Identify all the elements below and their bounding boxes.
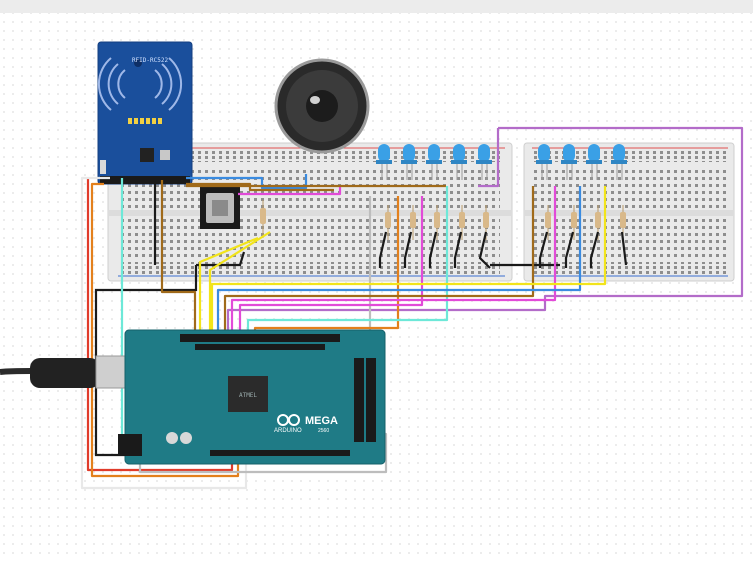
- rfid-icon: [97, 57, 183, 111]
- wire-magenta-led: [238, 196, 424, 342]
- breadboard-right[interactable]: [523, 142, 735, 282]
- usb-cable-icon[interactable]: [0, 355, 131, 389]
- led-icon[interactable]: [376, 144, 392, 164]
- board-brand: ARDUINO: [274, 428, 302, 434]
- led-icon[interactable]: [586, 144, 602, 164]
- arduino-mega-board[interactable]: ATMEL MEGA 2560 ARDUINO: [118, 329, 386, 465]
- sd-card-icon[interactable]: [200, 185, 240, 229]
- circuit-canvas: RFID-RC522: [0, 13, 753, 561]
- board-variant: 2560: [318, 428, 329, 434]
- led-group-left: [376, 144, 492, 164]
- led-icon[interactable]: [611, 144, 627, 164]
- led-icon[interactable]: [401, 144, 417, 164]
- wire-brown: [160, 180, 197, 342]
- rfid-reader-module[interactable]: RFID-RC522: [97, 41, 193, 185]
- led-icon[interactable]: [536, 144, 552, 164]
- resistor-icon[interactable]: [260, 200, 626, 240]
- wire-white: [80, 176, 248, 490]
- speaker-icon[interactable]: [274, 58, 370, 154]
- rfid-label: RFID-RC522: [132, 57, 169, 64]
- wire-blue-led: [216, 186, 582, 342]
- wire-yellow-mp3-2: [198, 236, 259, 340]
- led-icon[interactable]: [451, 144, 467, 164]
- wire-blue-top: [186, 174, 308, 190]
- wire-orange: [90, 182, 240, 478]
- wire-yellow-led: [210, 186, 607, 342]
- wire-purple-loop: [478, 128, 500, 188]
- led-group-right: [536, 144, 627, 164]
- wire-magenta-led-2: [230, 186, 557, 342]
- wire-brown-led: [223, 186, 535, 342]
- led-icon[interactable]: [426, 144, 442, 164]
- arduino-logo-icon: [277, 414, 300, 426]
- led-icon[interactable]: [561, 144, 577, 164]
- chip-label: ATMEL: [239, 392, 257, 399]
- top-toolbar: [0, 0, 753, 13]
- board-model: MEGA: [305, 415, 338, 427]
- wire-yellow-mp3: [208, 231, 271, 340]
- wire-magenta-top: [238, 186, 342, 196]
- wire-purple-long: [226, 126, 744, 342]
- led-icon[interactable]: [476, 144, 492, 164]
